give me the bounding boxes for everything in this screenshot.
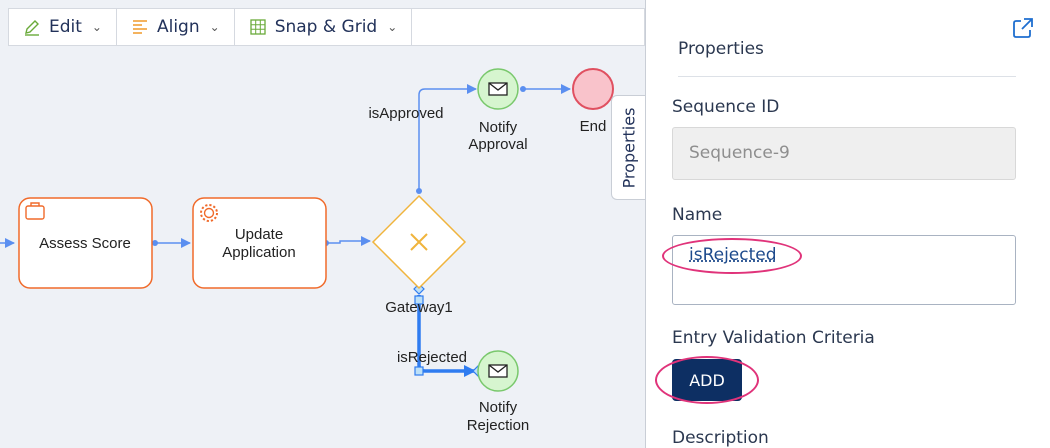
- edit-menu-button[interactable]: Edit ⌄: [9, 9, 117, 45]
- sequence-id-label: Sequence ID: [672, 97, 780, 117]
- align-menu-button[interactable]: Align ⌄: [117, 9, 235, 45]
- flow-is-approved[interactable]: [416, 84, 477, 194]
- event-label-line2: Rejection: [467, 417, 530, 434]
- task-update-application[interactable]: Update Application: [192, 197, 327, 289]
- briefcase-icon: [25, 202, 45, 220]
- task-label-line1: Update: [235, 226, 283, 243]
- align-label: Align: [156, 17, 200, 37]
- name-value: isRejected: [689, 245, 777, 265]
- end-event[interactable]: End: [572, 68, 614, 135]
- edit-label: Edit: [49, 17, 82, 37]
- flow-assess-to-update[interactable]: [152, 238, 191, 248]
- gear-icon: [200, 204, 218, 222]
- description-label: Description: [672, 428, 769, 448]
- name-field[interactable]: isRejected: [672, 235, 1016, 305]
- name-label: Name: [672, 205, 723, 225]
- chevron-down-icon: ⌄: [387, 20, 398, 34]
- snap-grid-menu-button[interactable]: Snap & Grid ⌄: [235, 9, 413, 45]
- event-label-line2: Approval: [468, 136, 527, 153]
- envelope-icon: [488, 364, 508, 378]
- task-label: Assess Score: [39, 235, 131, 252]
- bpmn-diagram[interactable]: Assess Score Update Application Gateway1…: [0, 0, 645, 448]
- panel-divider: [678, 76, 1016, 77]
- task-label-line2: Application: [222, 244, 295, 261]
- align-icon: [131, 18, 149, 36]
- grid-icon: [249, 18, 267, 36]
- task-assess-score[interactable]: Assess Score: [18, 197, 153, 289]
- entry-validation-label: Entry Validation Criteria: [672, 328, 875, 348]
- add-validation-button[interactable]: ADD: [672, 359, 742, 401]
- properties-side-tab[interactable]: Properties: [611, 95, 645, 200]
- open-external-icon[interactable]: [1012, 17, 1034, 39]
- pencil-icon: [23, 18, 41, 36]
- envelope-icon: [488, 82, 508, 96]
- end-label: End: [580, 118, 607, 135]
- flow-approval-to-end[interactable]: [520, 84, 571, 94]
- diagram-toolbar: Edit ⌄ Align ⌄ Snap & Grid ⌄: [8, 8, 645, 46]
- panel-title: Properties: [678, 39, 764, 59]
- chevron-down-icon: ⌄: [209, 20, 220, 34]
- segment-handle: [414, 366, 424, 376]
- exclusive-gateway[interactable]: Gateway1: [371, 194, 467, 316]
- event-notify-rejection[interactable]: Notify Rejection: [467, 350, 530, 434]
- event-notify-approval[interactable]: Notify Approval: [468, 68, 528, 153]
- event-label-line1: Notify: [479, 119, 518, 136]
- gateway-label: Gateway1: [385, 299, 453, 316]
- segment-handle: [414, 295, 424, 305]
- event-label-line1: Notify: [479, 399, 518, 416]
- flow-update-to-gateway[interactable]: [323, 236, 371, 246]
- diagram-canvas[interactable]: Assess Score Update Application Gateway1…: [0, 0, 645, 448]
- chevron-down-icon: ⌄: [91, 20, 102, 34]
- properties-tab-label: Properties: [619, 107, 638, 188]
- flow-label-is-rejected: isRejected: [397, 349, 467, 366]
- sequence-id-field: Sequence-9: [672, 127, 1016, 180]
- x-icon: [410, 233, 428, 251]
- snap-grid-label: Snap & Grid: [274, 17, 378, 37]
- flow-label-is-approved: isApproved: [368, 105, 443, 122]
